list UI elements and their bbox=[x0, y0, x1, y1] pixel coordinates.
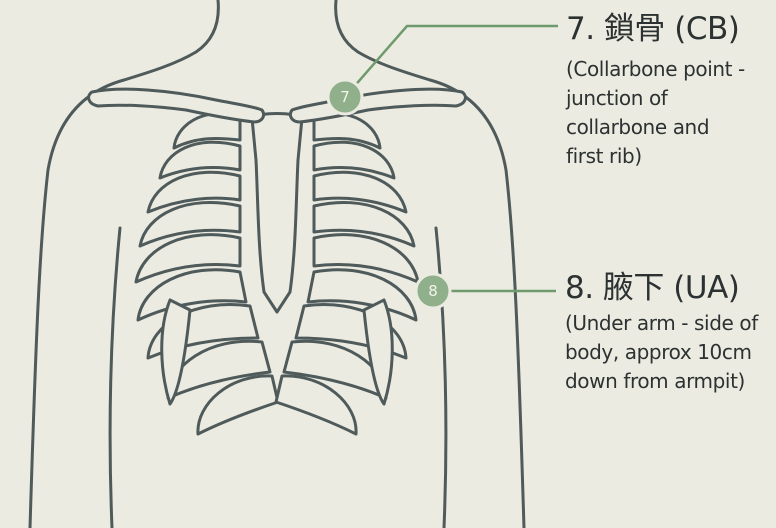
point-7-leader-line bbox=[345, 26, 558, 97]
point-8-number: 8 bbox=[428, 282, 438, 300]
point-7-marker[interactable]: 7 bbox=[328, 80, 362, 114]
left-torso-side bbox=[110, 228, 120, 528]
neck-left-outline bbox=[124, 0, 218, 80]
point-7-label: 7. 鎖骨 (CB) (Collarbone point - junction … bbox=[566, 12, 772, 171]
sternum bbox=[252, 114, 302, 313]
point-8-title: 8. 腋下 (UA) bbox=[565, 271, 776, 305]
left-clavicle bbox=[89, 89, 264, 122]
point-8-label: 8. 腋下 (UA) (Under arm - side of body, ap… bbox=[565, 271, 776, 396]
point-7-title: 7. 鎖骨 (CB) bbox=[566, 12, 772, 46]
point-7-number: 7 bbox=[340, 88, 350, 106]
neck-right-outline bbox=[336, 0, 430, 80]
point-8-description: (Under arm - side of body, approx 10cm d… bbox=[565, 309, 776, 396]
point-7-description: (Collarbone point - junction of collarbo… bbox=[566, 55, 772, 171]
right-clavicle bbox=[290, 89, 465, 122]
right-torso-side bbox=[436, 228, 446, 528]
point-8-marker[interactable]: 8 bbox=[416, 274, 450, 308]
